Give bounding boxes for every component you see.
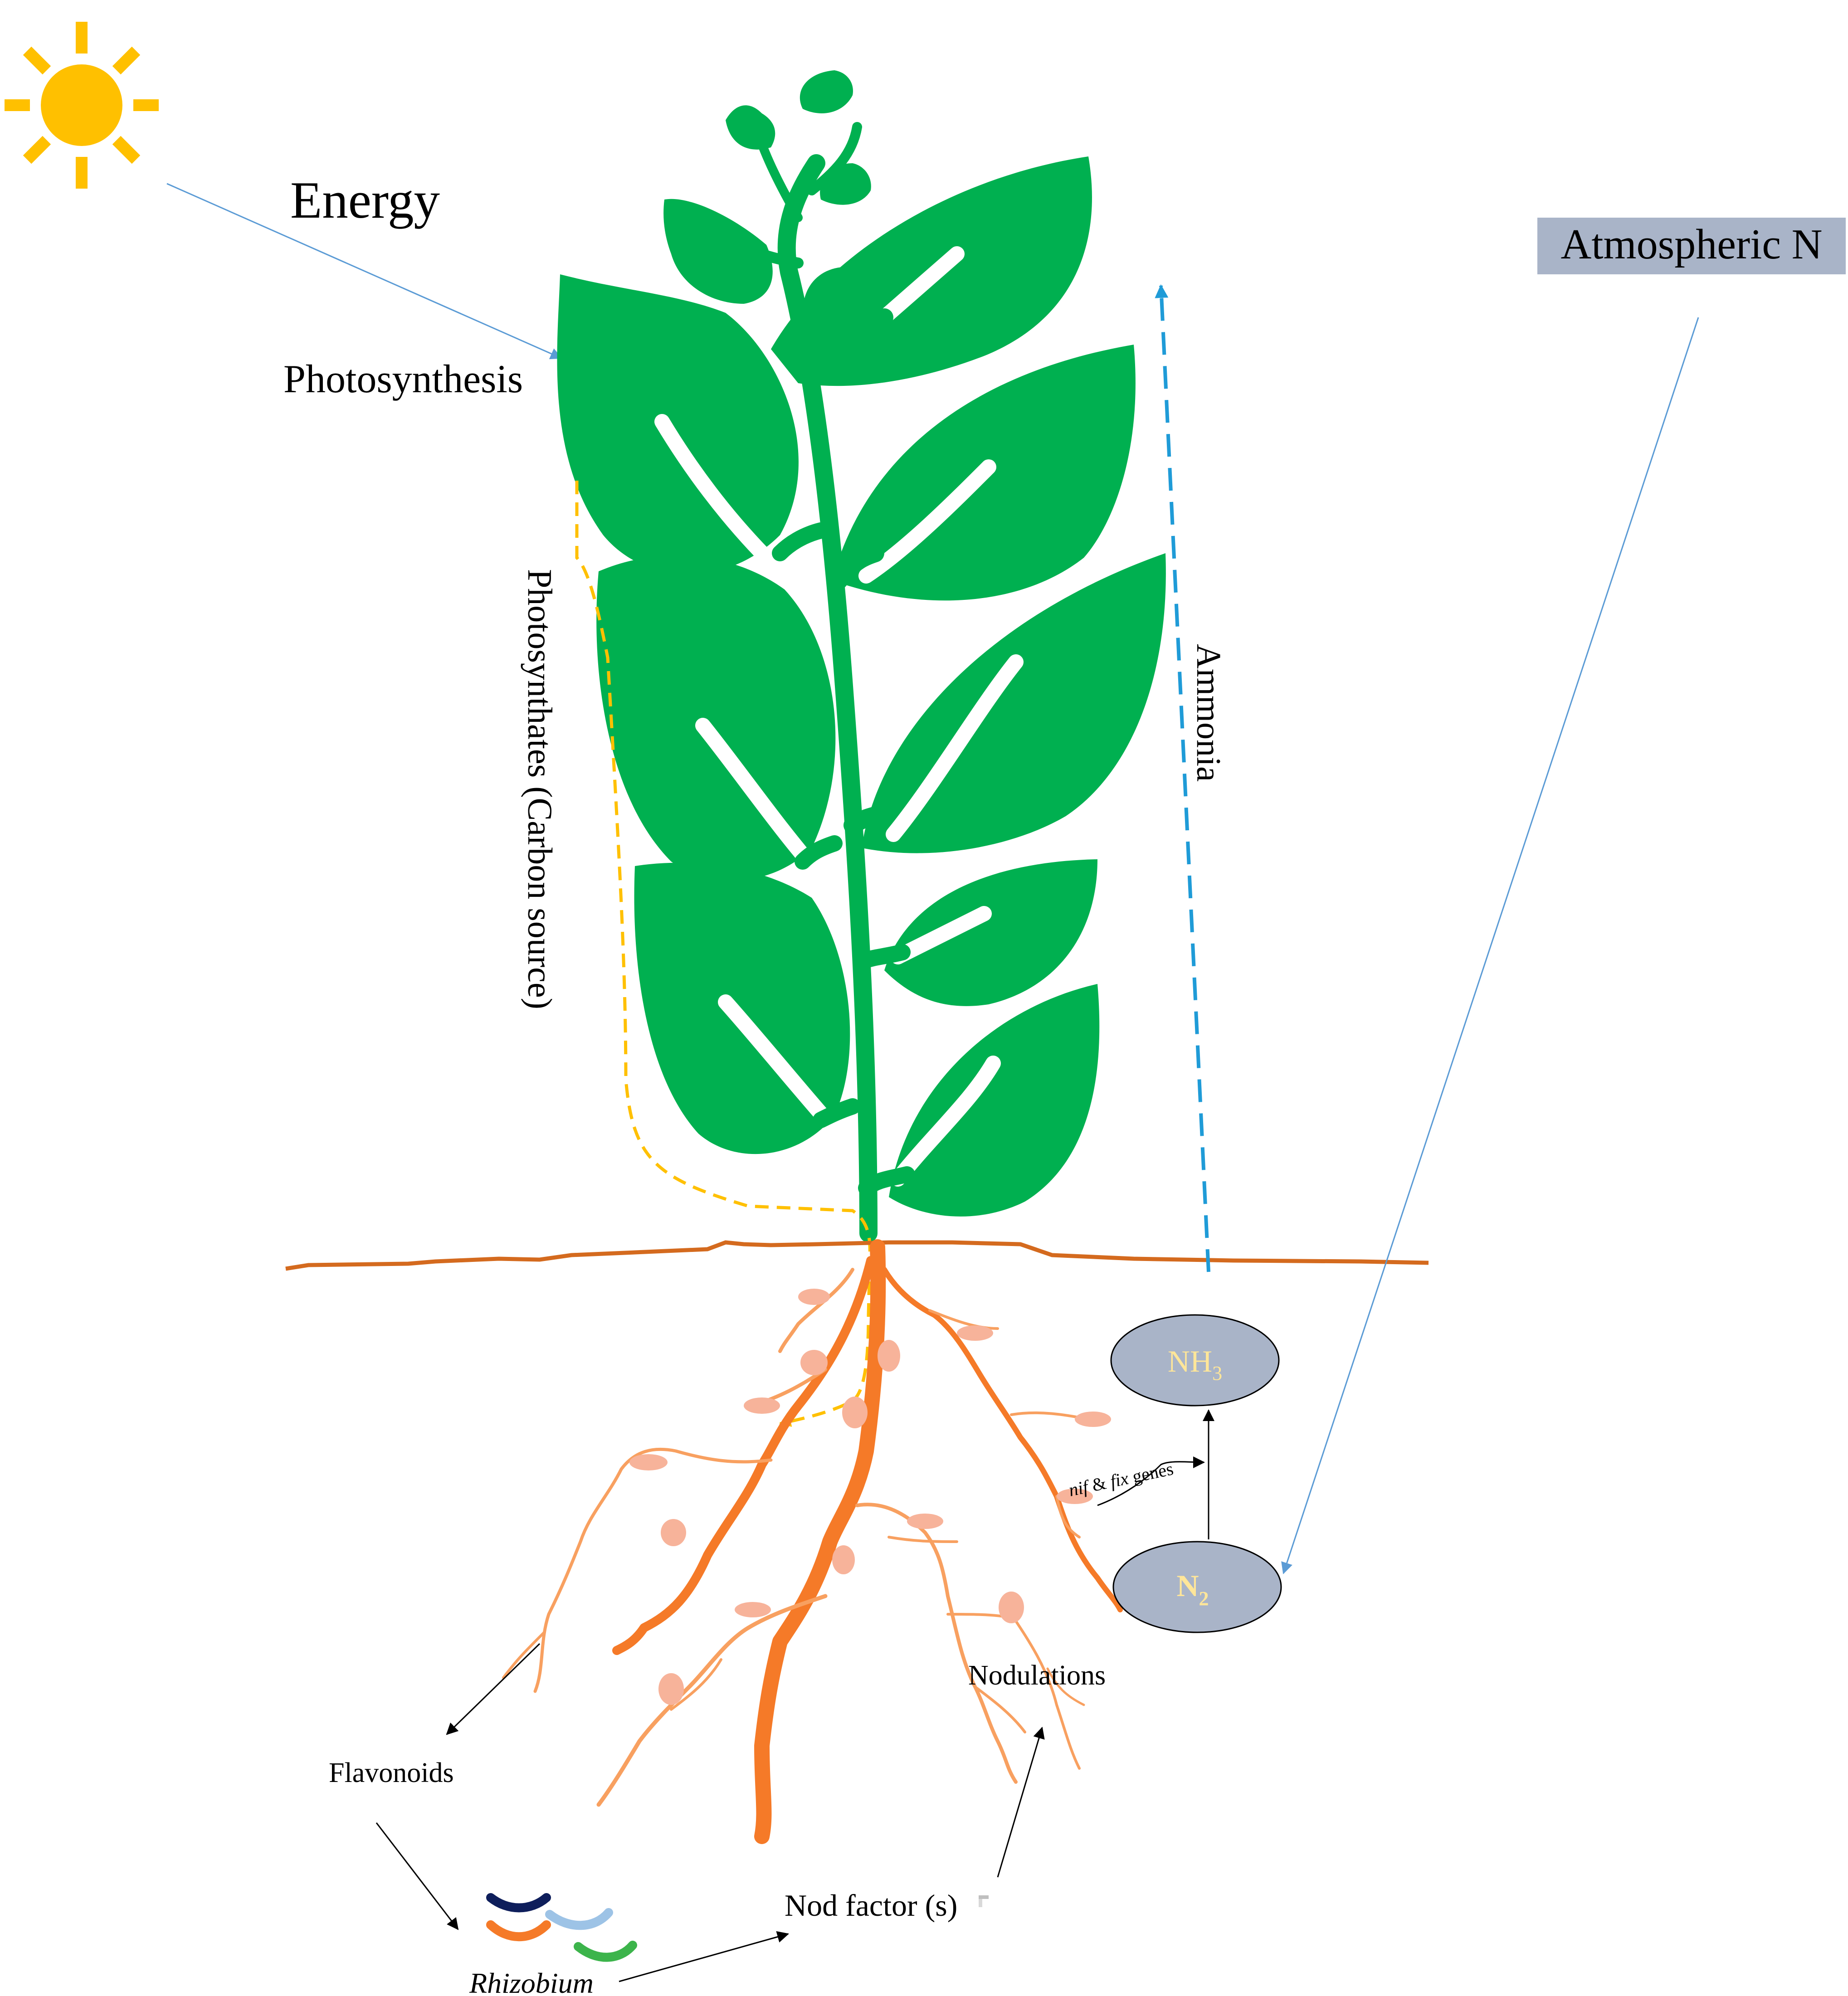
plant-stem: [711, 122, 915, 1242]
nod-factor-marker: [979, 1895, 989, 1899]
n2-ellipse: [1112, 1541, 1282, 1633]
nod-factor-label: Nod factor (s): [785, 1888, 957, 1923]
atmospheric-n-box: [1537, 218, 1846, 274]
nodulations-label: Nodulations: [968, 1660, 1106, 1691]
photosynthates-label: Photosynthates (Carbon source): [521, 569, 559, 1009]
sun-icon: [5, 22, 159, 189]
rhizobium-bacteria: [486, 1893, 637, 1962]
photosynthesis-label: Photosynthesis: [283, 357, 523, 401]
roots-to-flavonoids-arrow: [446, 1643, 541, 1735]
rhizobium-label: Rhizobium: [469, 1967, 594, 1996]
root-system: [502, 1239, 1123, 1844]
nh3-label: NH3: [1168, 1344, 1222, 1384]
flavonoids-label: Flavonoids: [329, 1757, 454, 1788]
rhizobium-to-nodfactor-arrow: [619, 1931, 789, 1982]
flavonoids-to-rhizobium-arrow: [375, 1822, 459, 1930]
root-nodules: [629, 1289, 1111, 1705]
nod-factor-marker-2: [979, 1899, 982, 1907]
atmospheric-n-label: Atmospheric N: [1561, 221, 1823, 268]
nif-fix-arrow: [1097, 1456, 1205, 1506]
n2-label: N2: [1176, 1568, 1209, 1610]
photosynthates-path: [575, 481, 872, 1427]
nh3-ellipse: [1110, 1314, 1280, 1407]
energy-arrow: [166, 183, 562, 360]
ammonia-label: Ammonia: [1190, 644, 1228, 782]
energy-label: Energy: [290, 171, 440, 229]
atmospheric-n-arrow: [1281, 317, 1699, 1574]
ammonia-arrow: [1155, 284, 1210, 1272]
soil-surface: [285, 1240, 1429, 1271]
nodfactor-to-nodulations-arrow: [997, 1727, 1045, 1878]
